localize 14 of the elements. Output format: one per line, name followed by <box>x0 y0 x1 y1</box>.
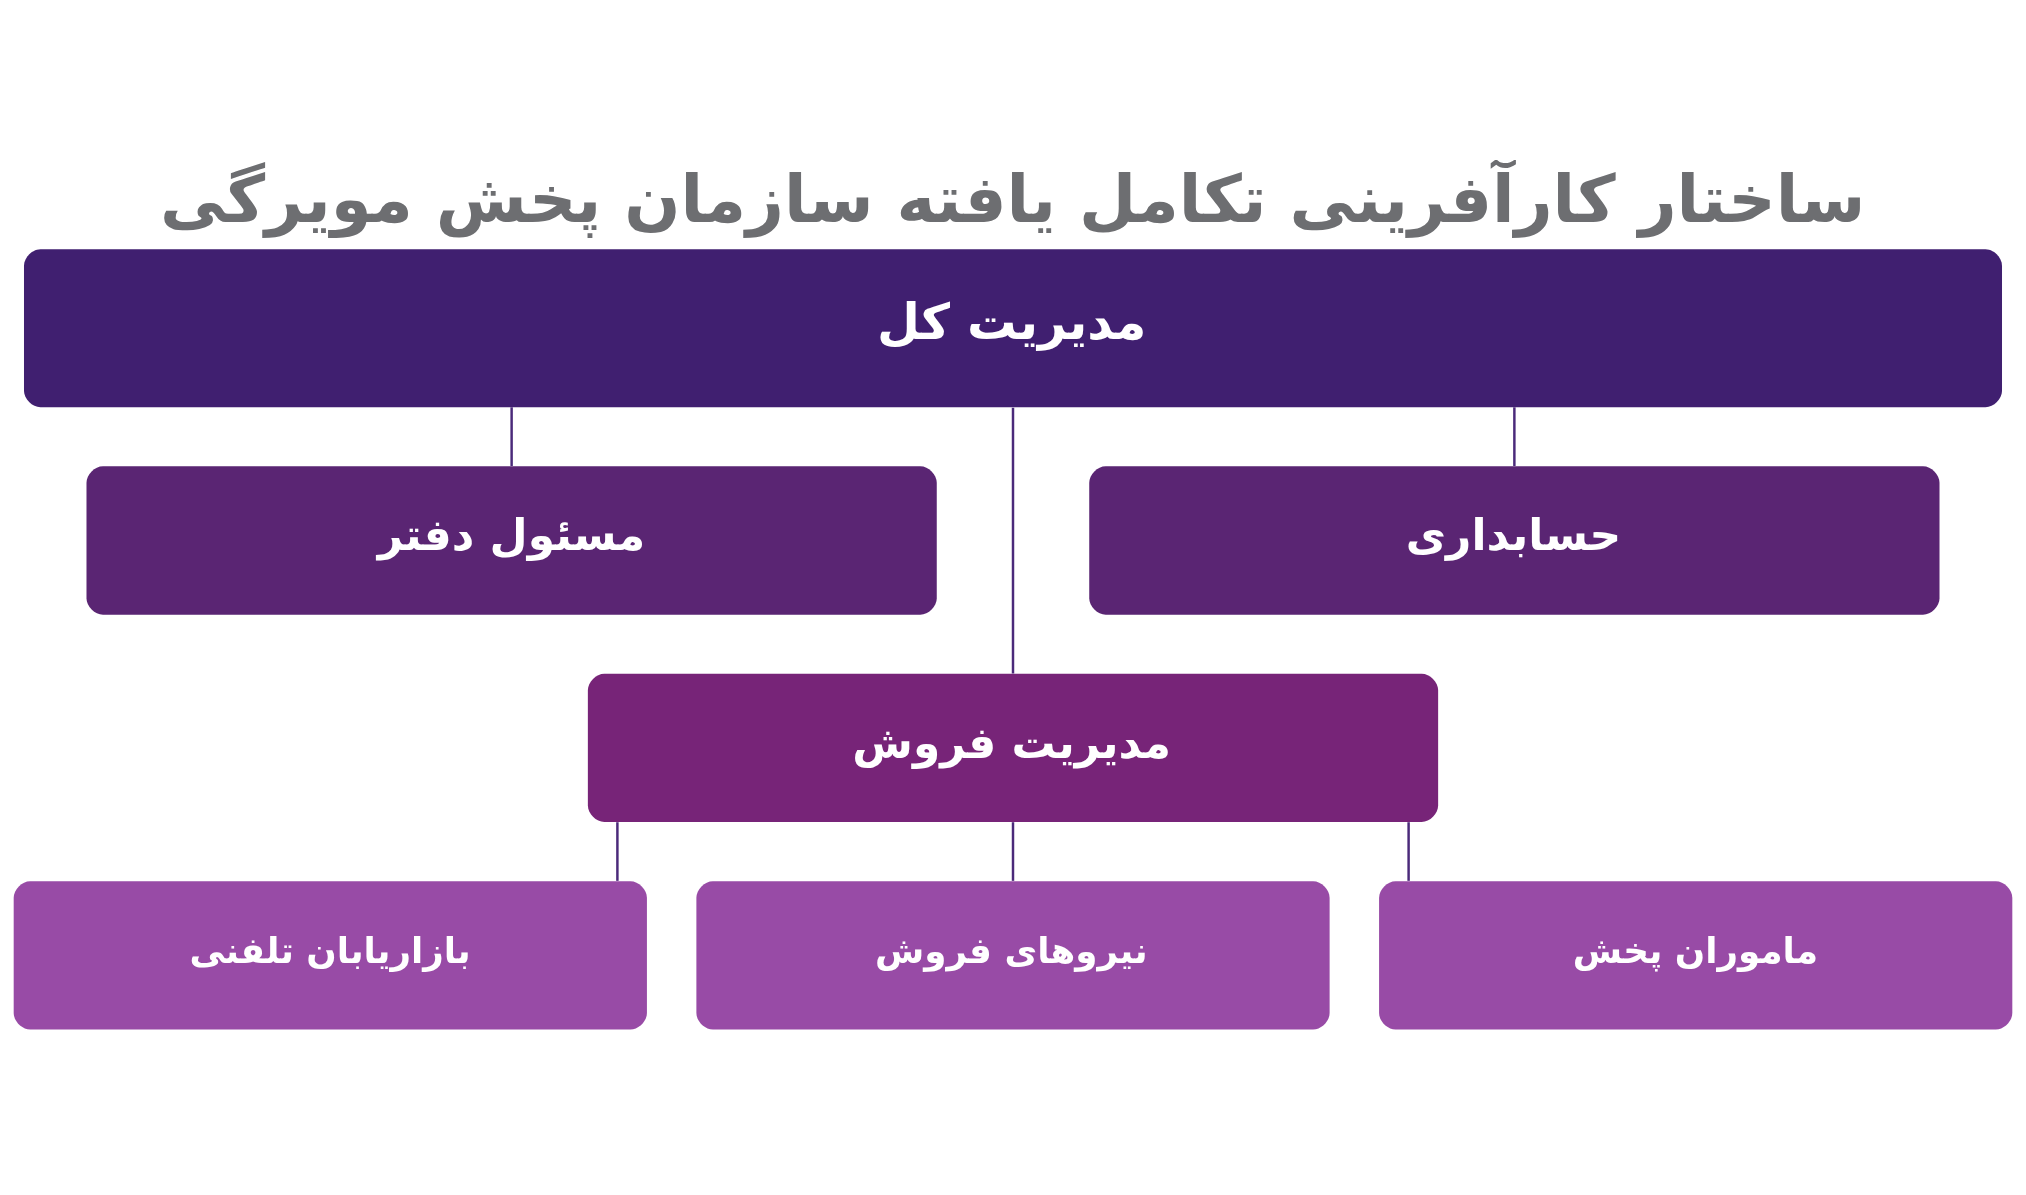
connector <box>1011 822 1015 881</box>
node-box: مدیریت کل <box>24 249 2002 408</box>
connector <box>510 407 513 466</box>
connector <box>1513 407 1516 466</box>
diagram-title: ساختار کارآفرینی تکامل یافته سازمان پخش مویرگی <box>159 161 1866 239</box>
connector <box>616 822 619 881</box>
connector <box>1011 407 1015 674</box>
node-box: بازاریابان تلفنی <box>13 881 647 1030</box>
node-box: ماموران پخش <box>1379 881 2013 1030</box>
node-box: نیروهای فروش <box>696 881 1330 1030</box>
connector <box>1407 822 1410 881</box>
node-box: حسابداری <box>1089 466 1940 615</box>
node-box: مدیریت فروش <box>587 673 1439 823</box>
node-box: مسئول دفتر <box>86 466 937 615</box>
